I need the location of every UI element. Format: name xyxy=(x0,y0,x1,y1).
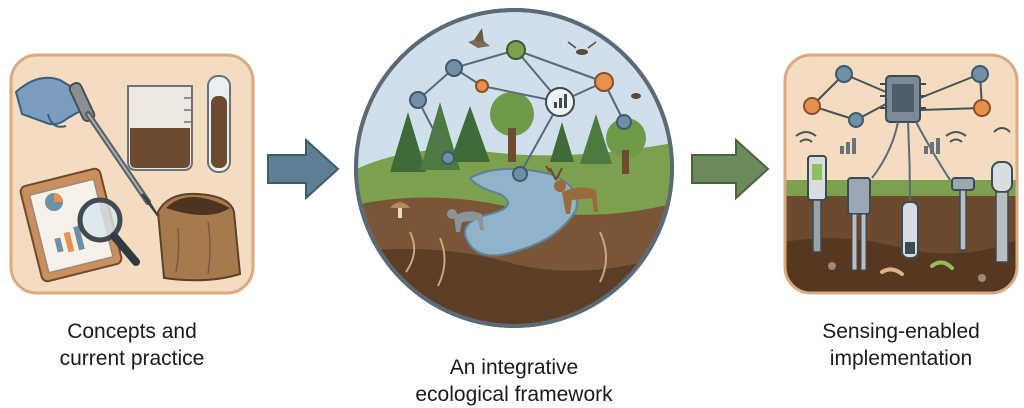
wifi-signal-icon xyxy=(795,127,1011,143)
mushroom-icon xyxy=(390,202,410,218)
microchip-icon xyxy=(880,75,926,123)
sensing-caption-line-1: Sensing-enabled xyxy=(822,320,980,343)
magnifier-icon xyxy=(77,197,140,266)
forest-trees-icon xyxy=(390,92,646,174)
signal-bars-icon xyxy=(840,138,940,154)
sensing-panel xyxy=(782,52,1020,296)
framework-caption-line-2: ecological framework xyxy=(415,383,613,406)
insect-icon xyxy=(567,41,641,99)
concepts-caption-line-2: current practice xyxy=(59,347,205,370)
soil-sensor-probe-icon xyxy=(991,161,1013,263)
gloved-hand-icon xyxy=(14,76,96,128)
soil-sensor-probe-icon xyxy=(807,155,827,253)
wolf-icon xyxy=(447,209,484,232)
concepts-caption: Concepts and current practice xyxy=(8,318,256,372)
deer-icon xyxy=(545,165,598,214)
sensing-caption: Sensing-enabled implementation xyxy=(782,318,1020,372)
sensing-caption-line-2: implementation xyxy=(829,347,973,370)
concepts-panel xyxy=(8,52,256,296)
beaker-icon xyxy=(127,85,193,171)
soil-sack-icon xyxy=(156,192,242,282)
framework-caption: An integrative ecological framework xyxy=(380,354,648,408)
soil-sensor-probe-icon xyxy=(847,177,871,271)
bird-icon xyxy=(468,28,490,48)
test-tube-icon xyxy=(207,75,231,173)
concepts-caption-line-1: Concepts and xyxy=(67,320,197,343)
soil-probe-icon xyxy=(85,111,159,217)
soil-sensor-probe-icon xyxy=(901,201,919,259)
framework-caption-line-1: An integrative xyxy=(449,356,579,379)
network-nodes xyxy=(409,40,632,182)
arrow-right-icon-2 xyxy=(690,138,770,200)
arrow-right-icon xyxy=(266,138,340,200)
framework-globe xyxy=(350,2,678,338)
soil-sensor-probe-icon xyxy=(951,177,975,251)
